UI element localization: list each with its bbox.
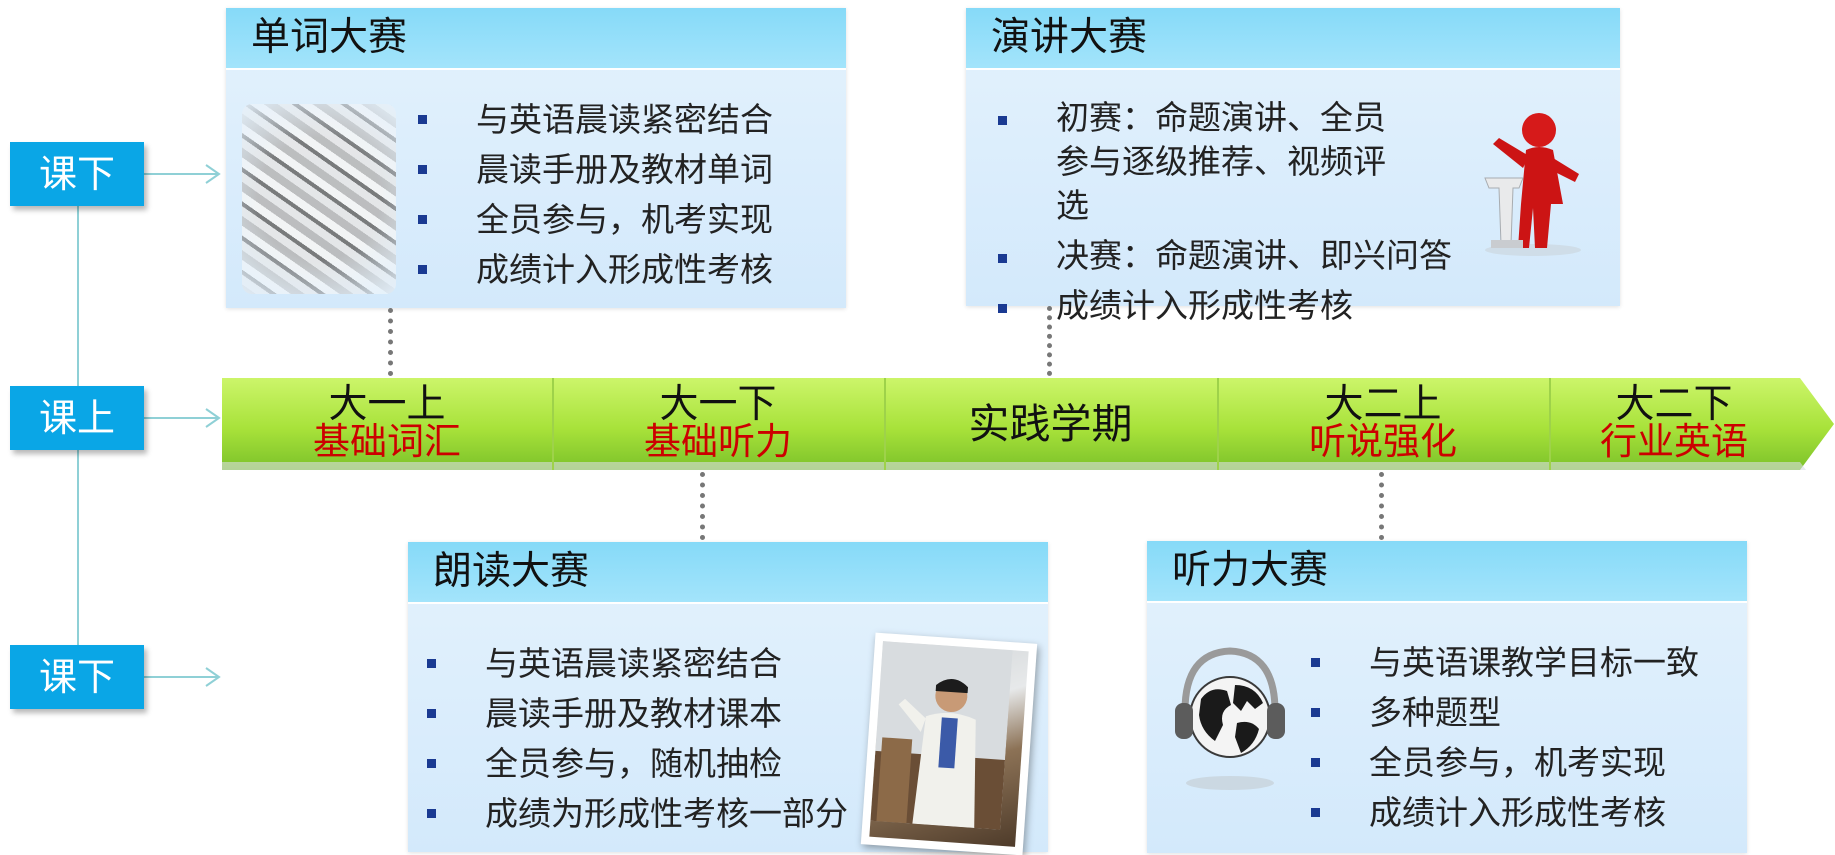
list-item-text: 与英语课教学目标一致 bbox=[1369, 643, 1699, 682]
list-item-text: 初赛：命题演讲、全员参与逐级推荐、视频评选 bbox=[1056, 98, 1386, 225]
panel-vocabulary-contest: 单词大赛 与英语晨读紧密结合 晨读手册及教材单词 全员参与，机考实现 成绩计入形… bbox=[226, 8, 846, 308]
timeline-segment-year2-fall: 大二上 听说强化 bbox=[1217, 378, 1549, 470]
square-bullet-icon bbox=[427, 709, 436, 718]
square-bullet-icon bbox=[427, 759, 436, 768]
segment-year: 实践学期 bbox=[968, 400, 1133, 448]
letter-dice-image bbox=[242, 104, 396, 294]
segment-year: 大二下 bbox=[1615, 382, 1733, 427]
timeline-segment-year2-spring: 大二下 行业英语 bbox=[1549, 378, 1799, 470]
list-item-text: 多种题型 bbox=[1369, 693, 1501, 732]
segment-focus: 基础词汇 bbox=[313, 420, 461, 463]
list-item-text: 与英语晨读紧密结合 bbox=[485, 644, 782, 683]
list-item-text: 与英语晨读紧密结合 bbox=[476, 100, 773, 139]
connector-dots-listening bbox=[1379, 472, 1384, 540]
speaker-podium-icon bbox=[1484, 113, 1581, 256]
panel-reading-contest: 朗读大赛 与英语晨读紧密结合 晨读手册及教材课本 全员参与，随机抽检 成绩为形成… bbox=[408, 542, 1048, 855]
timeline-divider bbox=[1549, 378, 1551, 470]
list-item: 成绩为形成性考核一部分 bbox=[425, 789, 848, 839]
bullet-list: 与英语晨读紧密结合 晨读手册及教材单词 全员参与，机考实现 成绩计入形成性考核 bbox=[416, 95, 773, 295]
list-item-text: 晨读手册及教材单词 bbox=[476, 150, 773, 189]
panel-title: 听力大赛 bbox=[1147, 541, 1747, 603]
right-arrow-icon bbox=[144, 164, 221, 184]
bullet-list: 初赛：命题演讲、全员参与逐级推荐、视频评选 决赛：命题演讲、即兴问答 成绩计入形… bbox=[996, 96, 1452, 328]
person-icon bbox=[870, 641, 1013, 830]
list-item-text: 晨读手册及教材课本 bbox=[485, 694, 782, 733]
tag-in-class: 课上 bbox=[10, 386, 144, 450]
bullet-list: 与英语课教学目标一致 多种题型 全员参与，机考实现 成绩计入形成性考核 bbox=[1309, 638, 1699, 838]
tag-label: 课下 bbox=[38, 655, 115, 699]
list-item: 成绩计入形成性考核 bbox=[996, 284, 1452, 328]
timeline-segment-year1-fall: 大一上 基础词汇 bbox=[222, 378, 552, 470]
panel-title: 演讲大赛 bbox=[966, 8, 1620, 70]
list-item: 初赛：命题演讲、全员参与逐级推荐、视频评选 bbox=[996, 96, 1416, 228]
tag-after-class-top: 课下 bbox=[10, 142, 144, 206]
list-item-text: 成绩计入形成性考核 bbox=[1369, 793, 1666, 832]
student-reading-photo bbox=[860, 632, 1038, 855]
square-bullet-icon bbox=[418, 115, 427, 124]
panel-speech-contest: 演讲大赛 初赛：命题演讲、全员参与逐级推荐、视频评选 决赛：命题演讲、即兴问答 … bbox=[966, 8, 1620, 325]
globe-headphones-icon bbox=[1175, 647, 1285, 790]
timeline-divider bbox=[552, 378, 554, 470]
list-item: 成绩计入形成性考核 bbox=[1309, 788, 1699, 838]
list-item: 晨读手册及教材单词 bbox=[416, 145, 773, 195]
square-bullet-icon bbox=[1311, 658, 1320, 667]
timeline-segment-year1-spring: 大一下 基础听力 bbox=[552, 378, 884, 470]
list-item-text: 全员参与，随机抽检 bbox=[485, 744, 782, 783]
square-bullet-icon bbox=[1311, 708, 1320, 717]
list-item-text: 全员参与，机考实现 bbox=[1369, 743, 1666, 782]
square-bullet-icon bbox=[418, 215, 427, 224]
timeline-divider bbox=[1217, 378, 1219, 470]
list-item: 决赛：命题演讲、即兴问答 bbox=[996, 234, 1452, 278]
connector-dots-reading bbox=[700, 472, 705, 540]
list-item: 晨读手册及教材课本 bbox=[425, 689, 848, 739]
square-bullet-icon bbox=[998, 116, 1007, 125]
tag-after-class-bottom: 课下 bbox=[10, 645, 144, 709]
list-item-text: 全员参与，机考实现 bbox=[476, 200, 773, 239]
list-item: 全员参与，机考实现 bbox=[416, 195, 773, 245]
panel-listening-contest: 听力大赛 与英语课教学目标一致 多种题型 全员参与，机考实现 成绩计入形成性考核 bbox=[1147, 541, 1747, 853]
timeline-segment-practice: 实践学期 bbox=[884, 378, 1217, 470]
list-item-text: 决赛：命题演讲、即兴问答 bbox=[1056, 236, 1452, 275]
segment-focus: 基础听力 bbox=[644, 420, 792, 463]
segment-focus: 听说强化 bbox=[1309, 420, 1457, 463]
bullet-list: 与英语晨读紧密结合 晨读手册及教材课本 全员参与，随机抽检 成绩为形成性考核一部… bbox=[425, 639, 848, 839]
tag-label: 课下 bbox=[38, 152, 115, 196]
right-arrow-icon bbox=[144, 667, 221, 687]
panel-title: 朗读大赛 bbox=[408, 542, 1048, 604]
list-item: 全员参与，随机抽检 bbox=[425, 739, 848, 789]
list-item: 成绩计入形成性考核 bbox=[416, 245, 773, 295]
list-item-text: 成绩计入形成性考核 bbox=[1056, 286, 1353, 325]
connector-dots-vocab bbox=[388, 308, 393, 376]
square-bullet-icon bbox=[427, 809, 436, 818]
list-item: 多种题型 bbox=[1309, 688, 1699, 738]
right-arrow-icon bbox=[144, 408, 221, 428]
square-bullet-icon bbox=[1311, 808, 1320, 817]
timeline-arrow-band bbox=[222, 378, 1834, 470]
list-item-text: 成绩计入形成性考核 bbox=[476, 250, 773, 289]
segment-year: 大一上 bbox=[328, 382, 446, 427]
segment-focus: 行业英语 bbox=[1600, 420, 1748, 463]
semester-timeline: 大一上 基础词汇 大一下 基础听力 实践学期 大二上 听说强化 大二下 行业英语 bbox=[222, 378, 1834, 470]
square-bullet-icon bbox=[427, 659, 436, 668]
tag-label: 课上 bbox=[38, 396, 115, 440]
segment-year: 大二上 bbox=[1324, 382, 1442, 427]
square-bullet-icon bbox=[418, 265, 427, 274]
square-bullet-icon bbox=[998, 254, 1007, 263]
square-bullet-icon bbox=[418, 165, 427, 174]
list-item: 与英语晨读紧密结合 bbox=[416, 95, 773, 145]
list-item: 与英语课教学目标一致 bbox=[1309, 638, 1699, 688]
timeline-divider bbox=[884, 378, 886, 470]
panel-title: 单词大赛 bbox=[226, 8, 846, 70]
list-item: 全员参与，机考实现 bbox=[1309, 738, 1699, 788]
segment-year: 大一下 bbox=[659, 382, 777, 427]
list-item: 与英语晨读紧密结合 bbox=[425, 639, 848, 689]
square-bullet-icon bbox=[1311, 758, 1320, 767]
list-item-text: 成绩为形成性考核一部分 bbox=[485, 794, 848, 833]
connector-dots-speech bbox=[1047, 306, 1052, 376]
square-bullet-icon bbox=[998, 304, 1007, 313]
